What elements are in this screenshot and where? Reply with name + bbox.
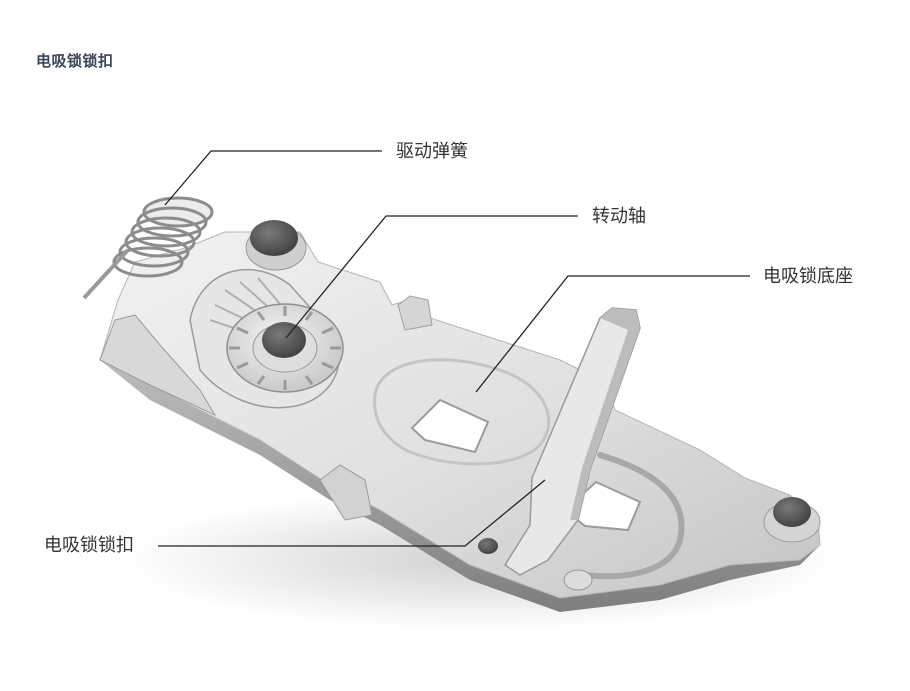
callout-rotating-shaft: 转动轴 [592,206,646,227]
pin-small-1 [478,538,498,554]
page-title: 电吸锁锁扣 [36,52,114,70]
bottom-bracket [319,464,373,521]
leader-base [475,275,750,393]
pin-top [250,220,298,256]
rivet-right [773,497,811,527]
latch-striker-edge [570,308,640,520]
callout-lock-latch: 电吸锁锁扣 [44,535,134,556]
callout-drive-spring: 驱动弹簧 [396,141,468,162]
callout-lock-base: 电吸锁底座 [763,266,853,287]
leader-lines [158,150,750,547]
base-curved-slot [582,452,685,580]
base-boss-ring [373,358,551,466]
drive-spring [82,196,214,300]
left-housing [99,314,217,417]
leader-shaft [285,215,578,339]
rotating-shaft [262,322,306,358]
leader-spring [164,150,382,206]
pin-small-2 [563,569,593,591]
leader-latch [158,479,546,547]
base-hole-1 [410,398,490,454]
base-tab [397,295,433,331]
base-plate-edge [100,360,820,612]
